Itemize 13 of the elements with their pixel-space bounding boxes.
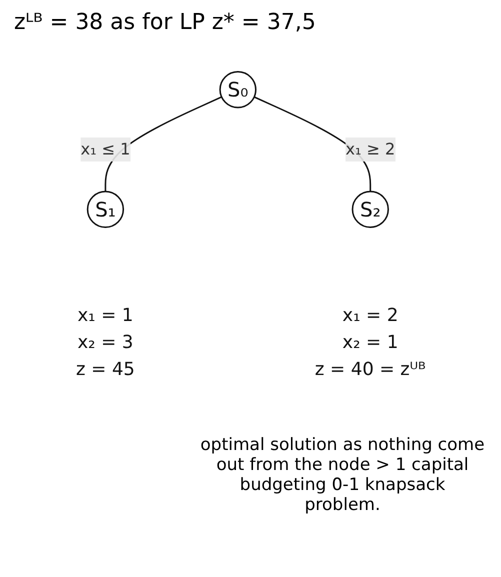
node-label: x₁ = 2 xyxy=(342,305,398,326)
node-label: x₂ = 1 xyxy=(342,332,398,354)
node-label: x₂ = 3 xyxy=(77,332,133,354)
node-label: z = 40 = zᵁᴮ xyxy=(314,359,426,380)
node-circle: S₁ xyxy=(86,190,124,228)
node-label: z = 45 xyxy=(76,359,134,380)
edge-label: x₁ ≥ 2 xyxy=(345,140,395,158)
node-circle: S₀ xyxy=(218,71,256,108)
note-text: optimal solution as nothing come out from the node > 1 capital budgeting 0-1 knapsack problem. xyxy=(200,435,485,515)
node-circle: S₂ xyxy=(351,190,389,228)
node-label: x₁ = 1 xyxy=(77,305,133,326)
edge-label: x₁ ≤ 1 xyxy=(80,140,130,158)
bound-note: zᴸᴮ = 38 as for LP z* = 37,5 xyxy=(14,10,316,35)
